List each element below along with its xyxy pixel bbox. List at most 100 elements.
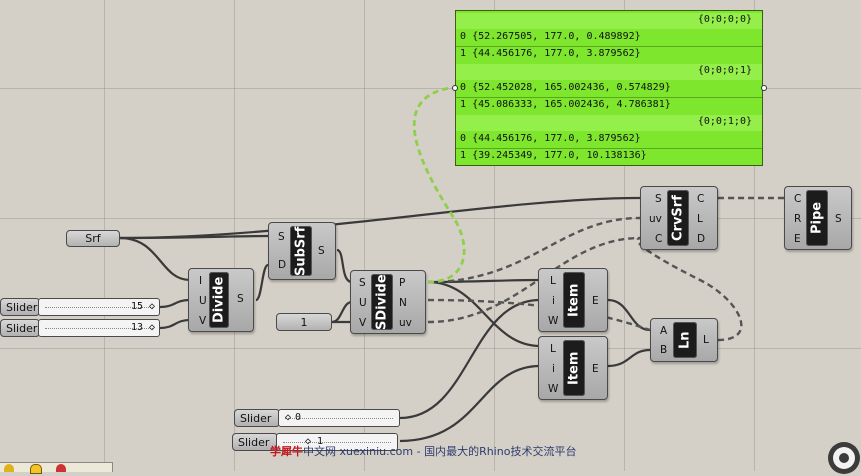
input-pin-v[interactable]: V <box>359 317 367 329</box>
index-slider-1[interactable]: ◇ 1 <box>276 433 398 451</box>
slider-label: Slider <box>0 298 40 316</box>
input-pin-a[interactable]: A <box>660 325 668 337</box>
component-name: SubSrf <box>290 226 312 276</box>
input-pin-w[interactable]: W <box>548 315 559 327</box>
input-pin-b[interactable]: B <box>660 344 668 356</box>
component-name: SDivide <box>371 274 393 330</box>
input-pin-uv[interactable]: uv <box>649 213 662 225</box>
slider-value: 15 <box>130 301 143 312</box>
output-pin-e[interactable]: E <box>592 295 599 307</box>
input-pin-i[interactable]: i <box>552 295 555 307</box>
input-pin-l[interactable]: L <box>550 343 556 355</box>
slider-knob[interactable]: ◇ <box>148 301 155 312</box>
crvsrf-component[interactable]: S uv C CrvSrf C L D <box>640 186 718 250</box>
slider-value: 13 <box>130 322 143 333</box>
input-pin-w[interactable]: W <box>548 383 559 395</box>
input-pin-i[interactable]: i <box>552 363 555 375</box>
srf-param[interactable]: Srf <box>66 230 120 247</box>
panel-input-grip[interactable] <box>452 85 458 91</box>
input-pin-i[interactable]: I <box>199 275 203 287</box>
input-pin-s[interactable]: S <box>655 193 662 205</box>
list-item-component-1[interactable]: L i W Item E <box>538 268 608 332</box>
wire <box>119 196 641 240</box>
slider-knob[interactable]: ◇ <box>148 322 155 333</box>
wire <box>399 364 541 443</box>
wire <box>119 236 191 282</box>
u-count-slider[interactable]: 15 ◇ <box>38 298 160 316</box>
output-pin-p[interactable]: P <box>399 277 406 289</box>
panel-row: 1 {44.456176, 177.0, 3.879562} <box>460 48 641 59</box>
output-panel[interactable]: {0;0;0;0} 0 {52.267505, 177.0, 0.489892}… <box>455 10 763 166</box>
wire <box>427 280 541 348</box>
wire <box>254 263 270 302</box>
gear-icon[interactable] <box>818 432 861 476</box>
panel-row: 1 {39.245349, 177.0, 10.138136} <box>460 150 647 161</box>
warning-icon[interactable] <box>4 464 14 472</box>
slider-knob[interactable]: ◇ <box>285 412 292 423</box>
output-pin-e[interactable]: E <box>592 363 599 375</box>
input-pin-s[interactable]: S <box>278 231 285 243</box>
panel-row: 0 {52.267505, 177.0, 0.489892} <box>460 31 641 42</box>
slider-knob[interactable]: ◇ <box>305 436 312 447</box>
input-pin-v[interactable]: V <box>199 315 207 327</box>
component-name: Divide <box>209 272 229 328</box>
list-wire <box>427 298 651 332</box>
record-icon[interactable] <box>56 464 66 472</box>
input-pin-c[interactable]: C <box>655 233 663 245</box>
input-pin-d[interactable]: D <box>278 259 287 271</box>
wire <box>159 298 191 309</box>
selected-wire <box>412 86 466 284</box>
subsrf-component[interactable]: S D SubSrf S <box>268 222 336 280</box>
panel-row: 0 {52.452028, 165.002436, 0.574829} <box>460 82 671 93</box>
component-name: Ln <box>673 322 697 358</box>
output-pin-d[interactable]: D <box>697 233 706 245</box>
output-pin-s[interactable]: S <box>237 293 244 305</box>
watermark: 学犀牛中文网 xuexiniu.com - 国内最大的Rhino技术交流平台 <box>270 443 576 459</box>
pipe-component[interactable]: C R E Pipe S <box>784 186 852 250</box>
number-param[interactable]: 1 <box>276 313 332 331</box>
panel-row: 1 {45.086333, 165.002436, 4.786381} <box>460 99 671 110</box>
output-pin-s[interactable]: S <box>835 213 842 225</box>
input-pin-e[interactable]: E <box>794 233 801 245</box>
slider-label: Slider <box>232 433 278 451</box>
output-pin-uv[interactable]: uv <box>399 317 412 329</box>
wire <box>607 348 651 368</box>
input-pin-s[interactable]: S <box>359 277 366 289</box>
output-pin-n[interactable]: N <box>399 297 407 309</box>
slider-value: 0 <box>295 412 302 423</box>
component-name: Item <box>563 272 585 328</box>
component-name: CrvSrf <box>667 190 689 246</box>
output-pin-l[interactable]: L <box>697 213 703 225</box>
index-slider-0[interactable]: ◇ 0 <box>278 409 400 427</box>
input-pin-r[interactable]: R <box>794 213 802 225</box>
output-pin-s[interactable]: S <box>318 245 325 257</box>
input-pin-u[interactable]: U <box>199 295 207 307</box>
line-component[interactable]: A B Ln L <box>650 318 718 362</box>
slider-label: Slider <box>0 319 40 337</box>
divide-component[interactable]: I U V Divide S <box>188 268 254 332</box>
sdivide-component[interactable]: S U V SDivide P N uv <box>350 270 426 334</box>
wire <box>159 318 191 330</box>
branch-path: {0;0;0;0} <box>697 14 752 25</box>
output-pin-c[interactable]: C <box>697 193 705 205</box>
input-pin-u[interactable]: U <box>359 297 367 309</box>
watermark-text: 中文网 xuexiniu.com - 国内最大的Rhino技术交流平台 <box>303 445 577 458</box>
panel-row: 0 {44.456176, 177.0, 3.879562} <box>460 133 641 144</box>
output-pin-l[interactable]: L <box>703 334 709 346</box>
v-count-slider[interactable]: 13 ◇ <box>38 319 160 337</box>
wire <box>607 298 651 332</box>
slider-label: Slider <box>234 409 280 427</box>
wire <box>427 278 541 284</box>
input-pin-l[interactable]: L <box>550 275 556 287</box>
bulb-icon[interactable] <box>30 464 42 474</box>
watermark-brand: 学犀牛 <box>270 445 303 458</box>
component-name: Item <box>563 340 585 396</box>
input-pin-c[interactable]: C <box>794 193 802 205</box>
branch-path: {0;0;1;0} <box>697 116 752 127</box>
wire <box>399 298 541 420</box>
list-item-component-2[interactable]: L i W Item E <box>538 336 608 400</box>
wire <box>336 248 353 284</box>
panel-output-grip[interactable] <box>761 85 767 91</box>
branch-path: {0;0;0;1} <box>697 65 752 76</box>
